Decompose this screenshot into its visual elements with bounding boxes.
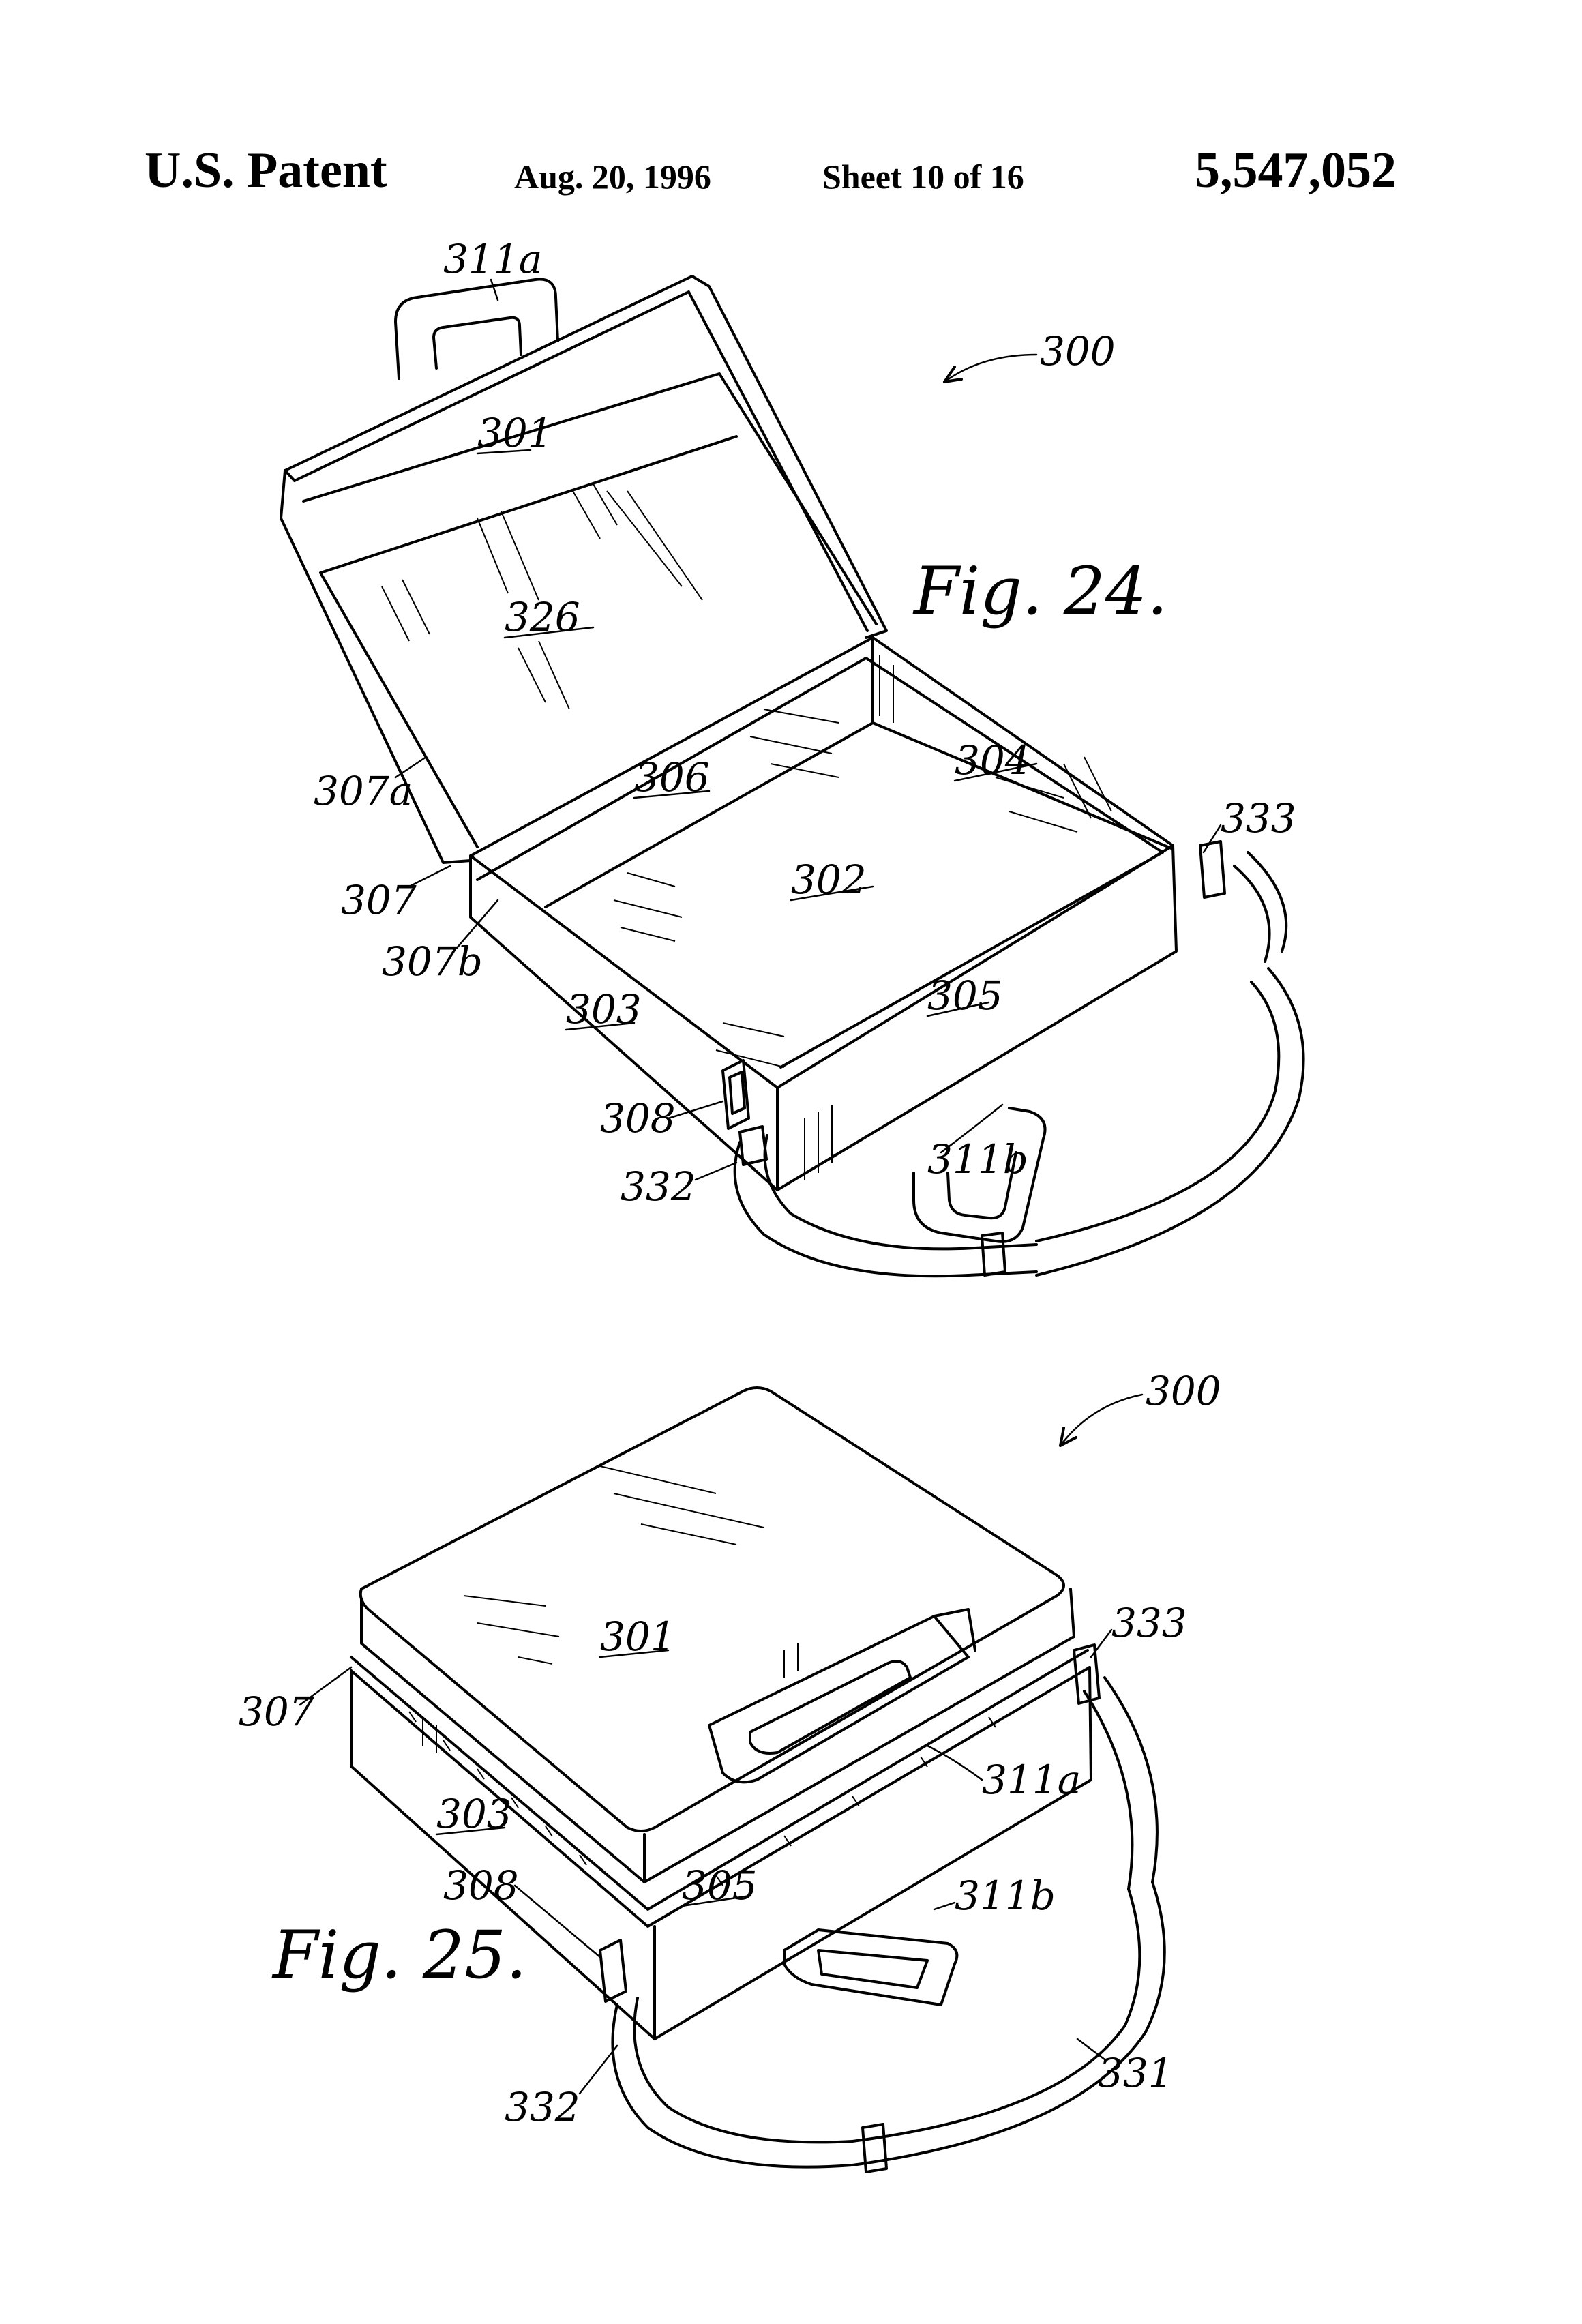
svg-text:304: 304 (955, 737, 1030, 784)
svg-text:311a: 311a (982, 1757, 1081, 1803)
svg-text:307: 307 (341, 877, 417, 923)
fig25-caption: Fig. 25. (271, 1917, 526, 1993)
svg-text:308: 308 (600, 1095, 676, 1142)
svg-text:302: 302 (791, 856, 867, 903)
fig24-caption: Fig. 24. (912, 553, 1167, 629)
svg-text:308: 308 (443, 1862, 519, 1909)
svg-text:305: 305 (927, 972, 1003, 1019)
svg-text:311a: 311a (443, 236, 542, 282)
svg-text:307: 307 (239, 1688, 314, 1735)
fig25-reference-labels: 300 301 333 307 311a 303 308 305 311b Fi… (239, 1368, 1221, 2130)
svg-text:300: 300 (1040, 328, 1116, 374)
svg-text:311b: 311b (927, 1136, 1028, 1182)
svg-text:332: 332 (621, 1163, 696, 1210)
svg-text:332: 332 (505, 2084, 580, 2130)
fig24-reference-labels: 311a 301 300 326 Fig. 24. 307a 306 304 3… (314, 236, 1296, 1210)
svg-text:300: 300 (1146, 1368, 1221, 1414)
svg-text:301: 301 (477, 410, 553, 456)
svg-text:305: 305 (682, 1862, 758, 1909)
svg-text:307b: 307b (382, 938, 483, 985)
figure-24-open-case: 311a 301 300 326 Fig. 24. 307a 306 304 3… (0, 0, 1304, 1276)
svg-text:331: 331 (1098, 2050, 1174, 2096)
svg-text:333: 333 (1111, 1600, 1187, 1646)
svg-text:333: 333 (1221, 795, 1296, 841)
figure-25-closed-case: 300 301 333 307 311a 303 308 305 311b Fi… (0, 0, 1221, 2172)
svg-text:311b: 311b (955, 1873, 1056, 1919)
